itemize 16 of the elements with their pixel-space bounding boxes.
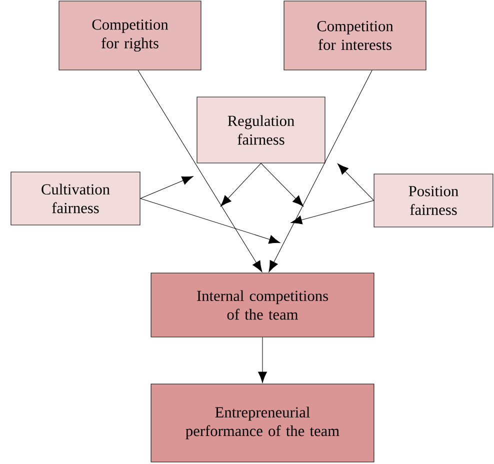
arrow — [138, 70, 262, 272]
arrow — [220, 163, 262, 206]
arrow — [258, 337, 267, 383]
arrow — [337, 163, 374, 201]
arrow — [260, 163, 304, 206]
arrow — [140, 176, 194, 199]
factor-box: Competition for rights — [58, 0, 202, 70]
factor-box: Competition for interests — [284, 0, 426, 70]
arrow — [268, 70, 372, 272]
factor-box: Position fairness — [374, 174, 494, 228]
arrow — [290, 200, 374, 224]
factor-box: Entrepreneurial performance of the team — [150, 384, 374, 462]
factor-box: Internal competitions of the team — [150, 272, 374, 338]
factor-box: Cultivation fairness — [10, 172, 140, 226]
factor-box: Regulation fairness — [196, 96, 326, 164]
arrow — [140, 198, 280, 244]
